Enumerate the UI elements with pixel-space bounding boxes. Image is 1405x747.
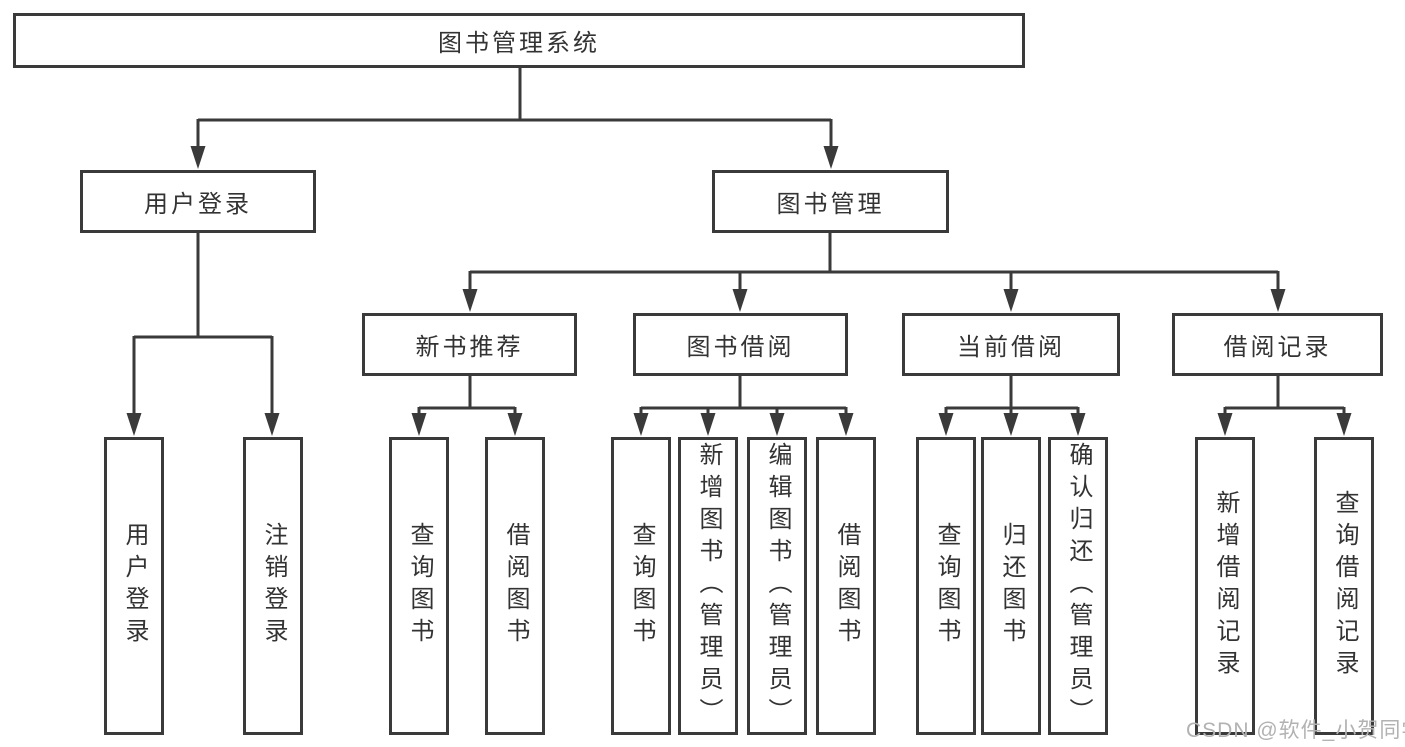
leaf-query-books-current: 查询图书 bbox=[916, 437, 976, 735]
node-current-borrow: 当前借阅 bbox=[902, 313, 1120, 376]
leaf-query-books-borrow: 查询图书 bbox=[611, 437, 671, 735]
leaf-user-login: 用户登录 bbox=[104, 437, 164, 735]
leaf-borrow-books-recommend: 借阅图书 bbox=[485, 437, 545, 735]
leaf-edit-books-admin: 编辑图书（管理员） bbox=[747, 437, 807, 735]
arrowheads bbox=[126, 146, 1352, 436]
leaf-add-books-admin: 新增图书（管理员） bbox=[678, 437, 738, 735]
leaf-return-books: 归还图书 bbox=[981, 437, 1041, 735]
node-new-book-recommend: 新书推荐 bbox=[362, 313, 577, 376]
leaf-borrow-books: 借阅图书 bbox=[816, 437, 876, 735]
node-borrow-records: 借阅记录 bbox=[1172, 313, 1383, 376]
leaf-query-borrow-record: 查询借阅记录 bbox=[1314, 437, 1374, 735]
node-root: 图书管理系统 bbox=[13, 13, 1025, 68]
leaf-query-books-recommend: 查询图书 bbox=[389, 437, 449, 735]
leaf-add-borrow-record: 新增借阅记录 bbox=[1195, 437, 1255, 735]
leaf-confirm-return-admin: 确认归还（管理员） bbox=[1048, 437, 1108, 735]
node-book-management: 图书管理 bbox=[712, 170, 949, 233]
node-book-borrow: 图书借阅 bbox=[633, 313, 848, 376]
leaf-logout: 注销登录 bbox=[243, 437, 303, 735]
node-user-login: 用户登录 bbox=[80, 170, 316, 233]
csdn-watermark: CSDN @软件_小贺同学 bbox=[1186, 719, 1405, 742]
